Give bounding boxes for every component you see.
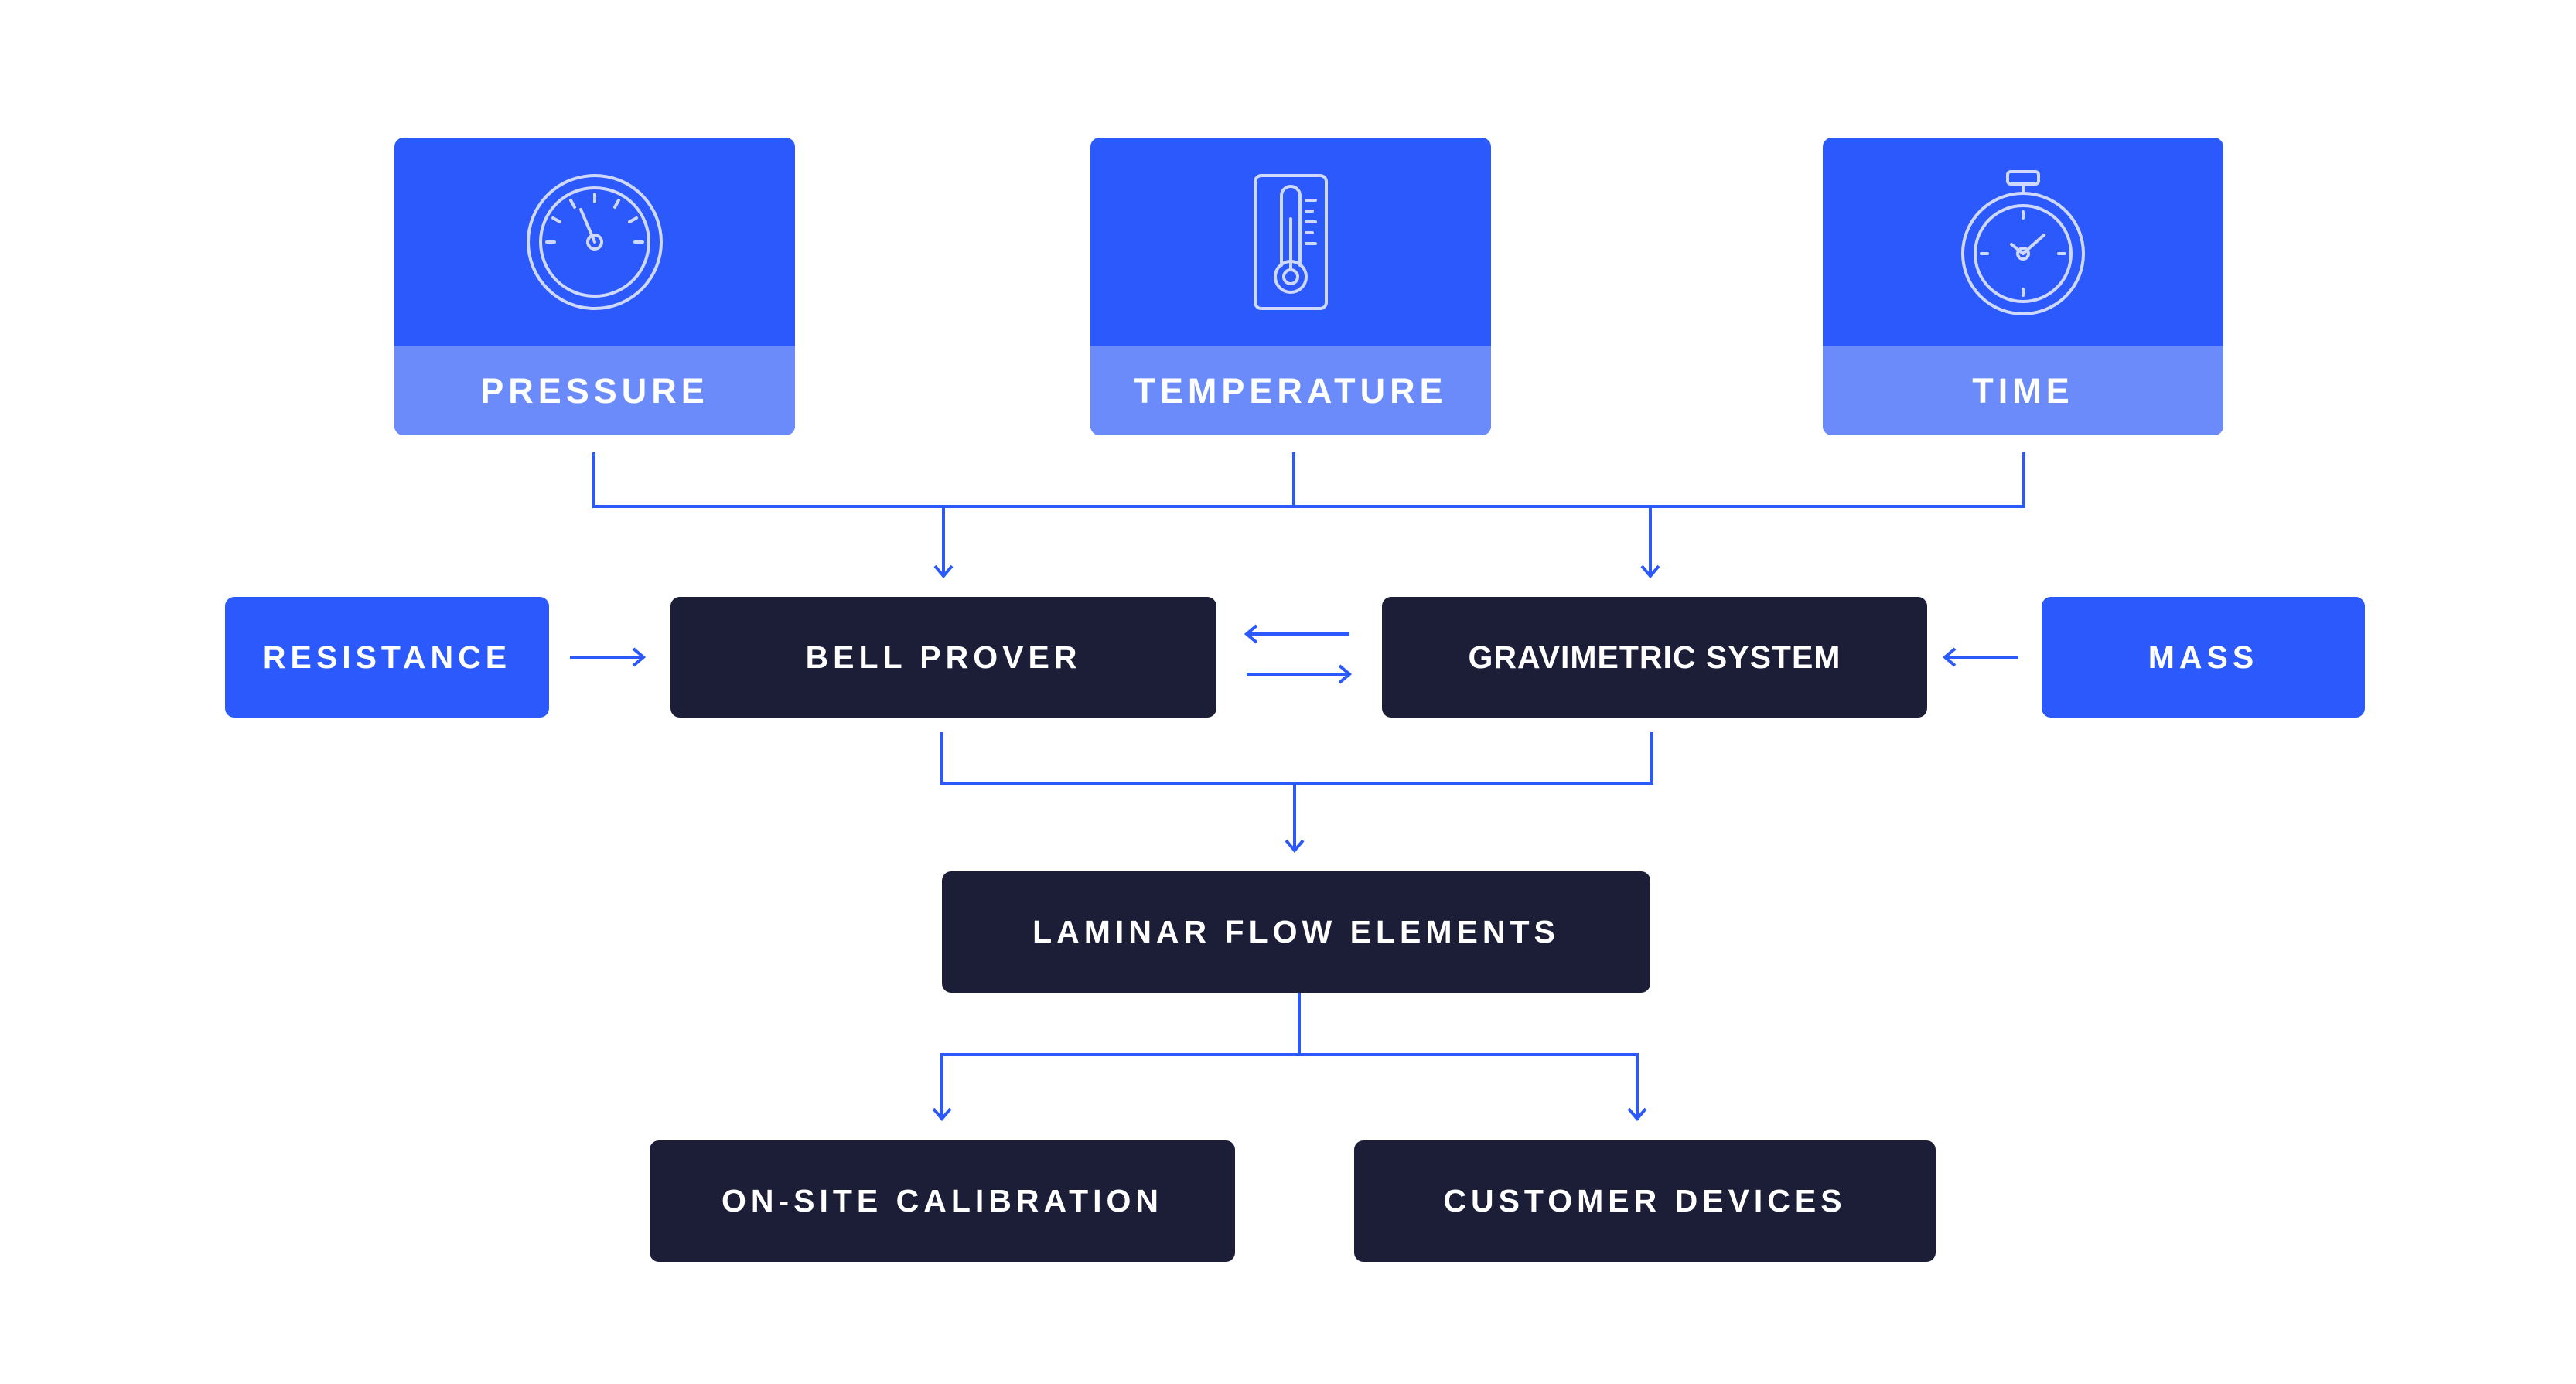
stopwatch-icon bbox=[1823, 138, 2223, 346]
time-label: TIME bbox=[1823, 346, 2223, 435]
gravimetric-system-box: GRAVIMETRIC SYSTEM bbox=[1382, 597, 1927, 718]
mass-box: MASS bbox=[2042, 597, 2365, 718]
connector-output-right bbox=[1299, 1053, 1647, 1122]
pressure-card: PRESSURE bbox=[394, 138, 795, 435]
on-site-calibration-box: ON-SITE CALIBRATION bbox=[650, 1140, 1235, 1262]
customer-devices-box: CUSTOMER DEVICES bbox=[1354, 1140, 1936, 1262]
bell-prover-box: BELL PROVER bbox=[670, 597, 1216, 718]
connector-top-bus bbox=[592, 452, 2025, 508]
connector-output-bus bbox=[932, 992, 1301, 1122]
pressure-label: PRESSURE bbox=[394, 346, 795, 435]
temperature-card: TEMPERATURE bbox=[1090, 138, 1491, 435]
time-card: TIME bbox=[1823, 138, 2223, 435]
thermometer-icon bbox=[1090, 138, 1491, 346]
connector-systems-bus bbox=[940, 732, 1653, 785]
temperature-label: TEMPERATURE bbox=[1090, 346, 1491, 435]
laminar-flow-elements-box: LAMINAR FLOW ELEMENTS bbox=[942, 871, 1650, 993]
gauge-icon bbox=[394, 138, 795, 346]
resistance-box: RESISTANCE bbox=[225, 597, 549, 718]
